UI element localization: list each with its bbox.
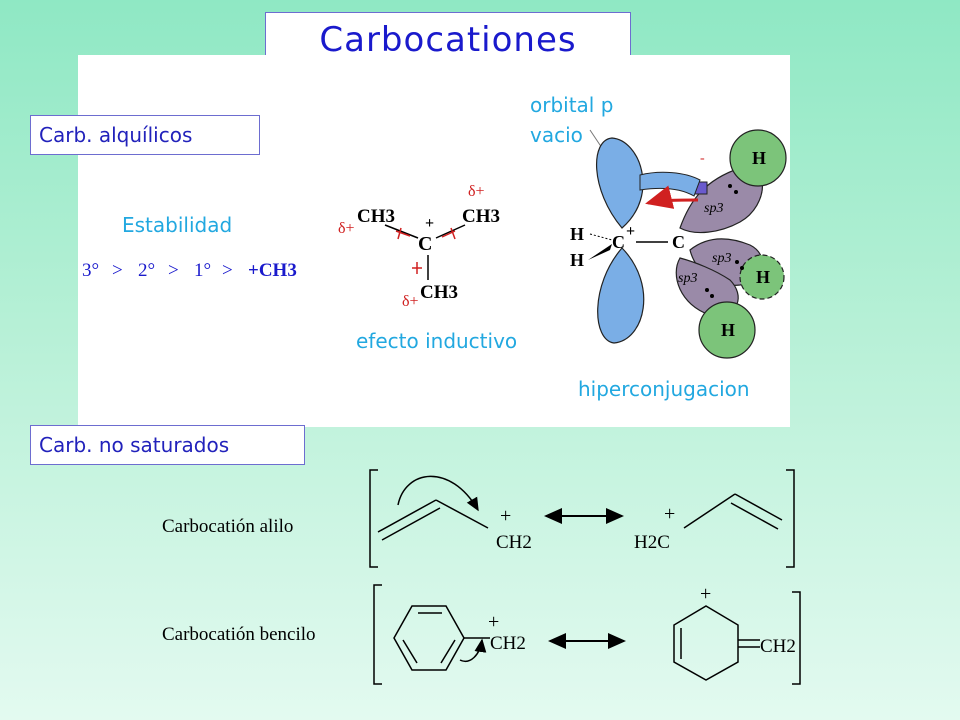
stability-1: 1° xyxy=(194,260,211,281)
stability-gt-2: > xyxy=(168,260,179,281)
sp3-label-middle: sp3 xyxy=(712,251,731,266)
stability-methyl: +CH3 xyxy=(248,260,297,281)
h-sphere-top xyxy=(729,129,787,187)
stability-2: 2° xyxy=(138,260,155,281)
h-label-left-2: H xyxy=(570,250,584,270)
inductive-plus: + xyxy=(425,215,434,232)
benzyl-ch2-2: CH2 xyxy=(760,636,796,657)
h-label-bottom: H xyxy=(721,320,735,340)
sp3-label-lower: sp3 xyxy=(678,271,697,286)
section-label-alkyl: Carb. alquílicos xyxy=(30,115,260,155)
hyperconjugation-diagram: orbital p vacio H H H H H C C + - sp3 s xyxy=(530,93,787,401)
delta-right: δ+ xyxy=(468,183,485,200)
benzyl-label: Carbocatión bencilo xyxy=(162,624,316,645)
inductive-center-c: C xyxy=(418,233,432,255)
orbital-label-2: vacio xyxy=(530,123,583,147)
inductive-effect-diagram: C + CH3 CH3 CH3 δ+ δ+ δ+ efecto inductiv… xyxy=(338,183,517,353)
p-orbital-lower-lobe xyxy=(597,247,645,344)
ch3-right: CH3 xyxy=(462,206,500,227)
sp3-label-upper: sp3 xyxy=(704,201,723,216)
orbital-label-1: orbital p xyxy=(530,93,613,117)
c-cation: C xyxy=(612,232,625,252)
allyl-plus-1: + xyxy=(500,505,511,527)
hyperconj-minus: - xyxy=(700,151,705,166)
section-label-unsaturated: Carb. no saturados xyxy=(30,425,305,465)
stability-block: Estabilidad 3° > 2° > 1° > +CH3 xyxy=(82,213,297,281)
stability-gt-3: > xyxy=(222,260,233,281)
p-orbital-upper-lobe xyxy=(596,137,644,229)
hyperconj-caption: hiperconjugacion xyxy=(578,377,750,401)
ch3-bottom: CH3 xyxy=(420,282,458,303)
c-neighbor: C xyxy=(672,232,685,252)
ch3-left: CH3 xyxy=(357,206,395,227)
stability-3: 3° xyxy=(82,260,99,281)
h-label-left-1: H xyxy=(570,224,584,244)
benzyl-resonance: Carbocatión bencilo + CH2 + CH2 xyxy=(162,583,801,685)
h-label-top: H xyxy=(752,148,766,168)
cation-plus: + xyxy=(626,223,635,240)
benzyl-plus-2: + xyxy=(700,583,711,605)
delta-bottom: δ+ xyxy=(402,293,419,310)
stability-order: 3° > 2° > 1° > +CH3 xyxy=(82,260,297,281)
allyl-ch2: CH2 xyxy=(496,532,532,553)
allyl-plus-2: + xyxy=(664,503,675,525)
h-label-right: H xyxy=(756,267,770,287)
allyl-h2c: H2C xyxy=(634,532,670,553)
stability-gt-1: > xyxy=(112,260,123,281)
h-sphere-right xyxy=(739,254,785,300)
inductive-caption: efecto inductivo xyxy=(356,329,517,353)
stability-label: Estabilidad xyxy=(122,213,232,237)
allyl-resonance: Carbocatión alilo + CH2 + H2C xyxy=(162,469,795,568)
delta-left: δ+ xyxy=(338,220,355,237)
benzyl-ch2-1: CH2 xyxy=(490,633,526,654)
allyl-label: Carbocatión alilo xyxy=(162,516,293,537)
benzyl-plus-1: + xyxy=(488,611,499,633)
h-sphere-bottom xyxy=(698,301,756,359)
